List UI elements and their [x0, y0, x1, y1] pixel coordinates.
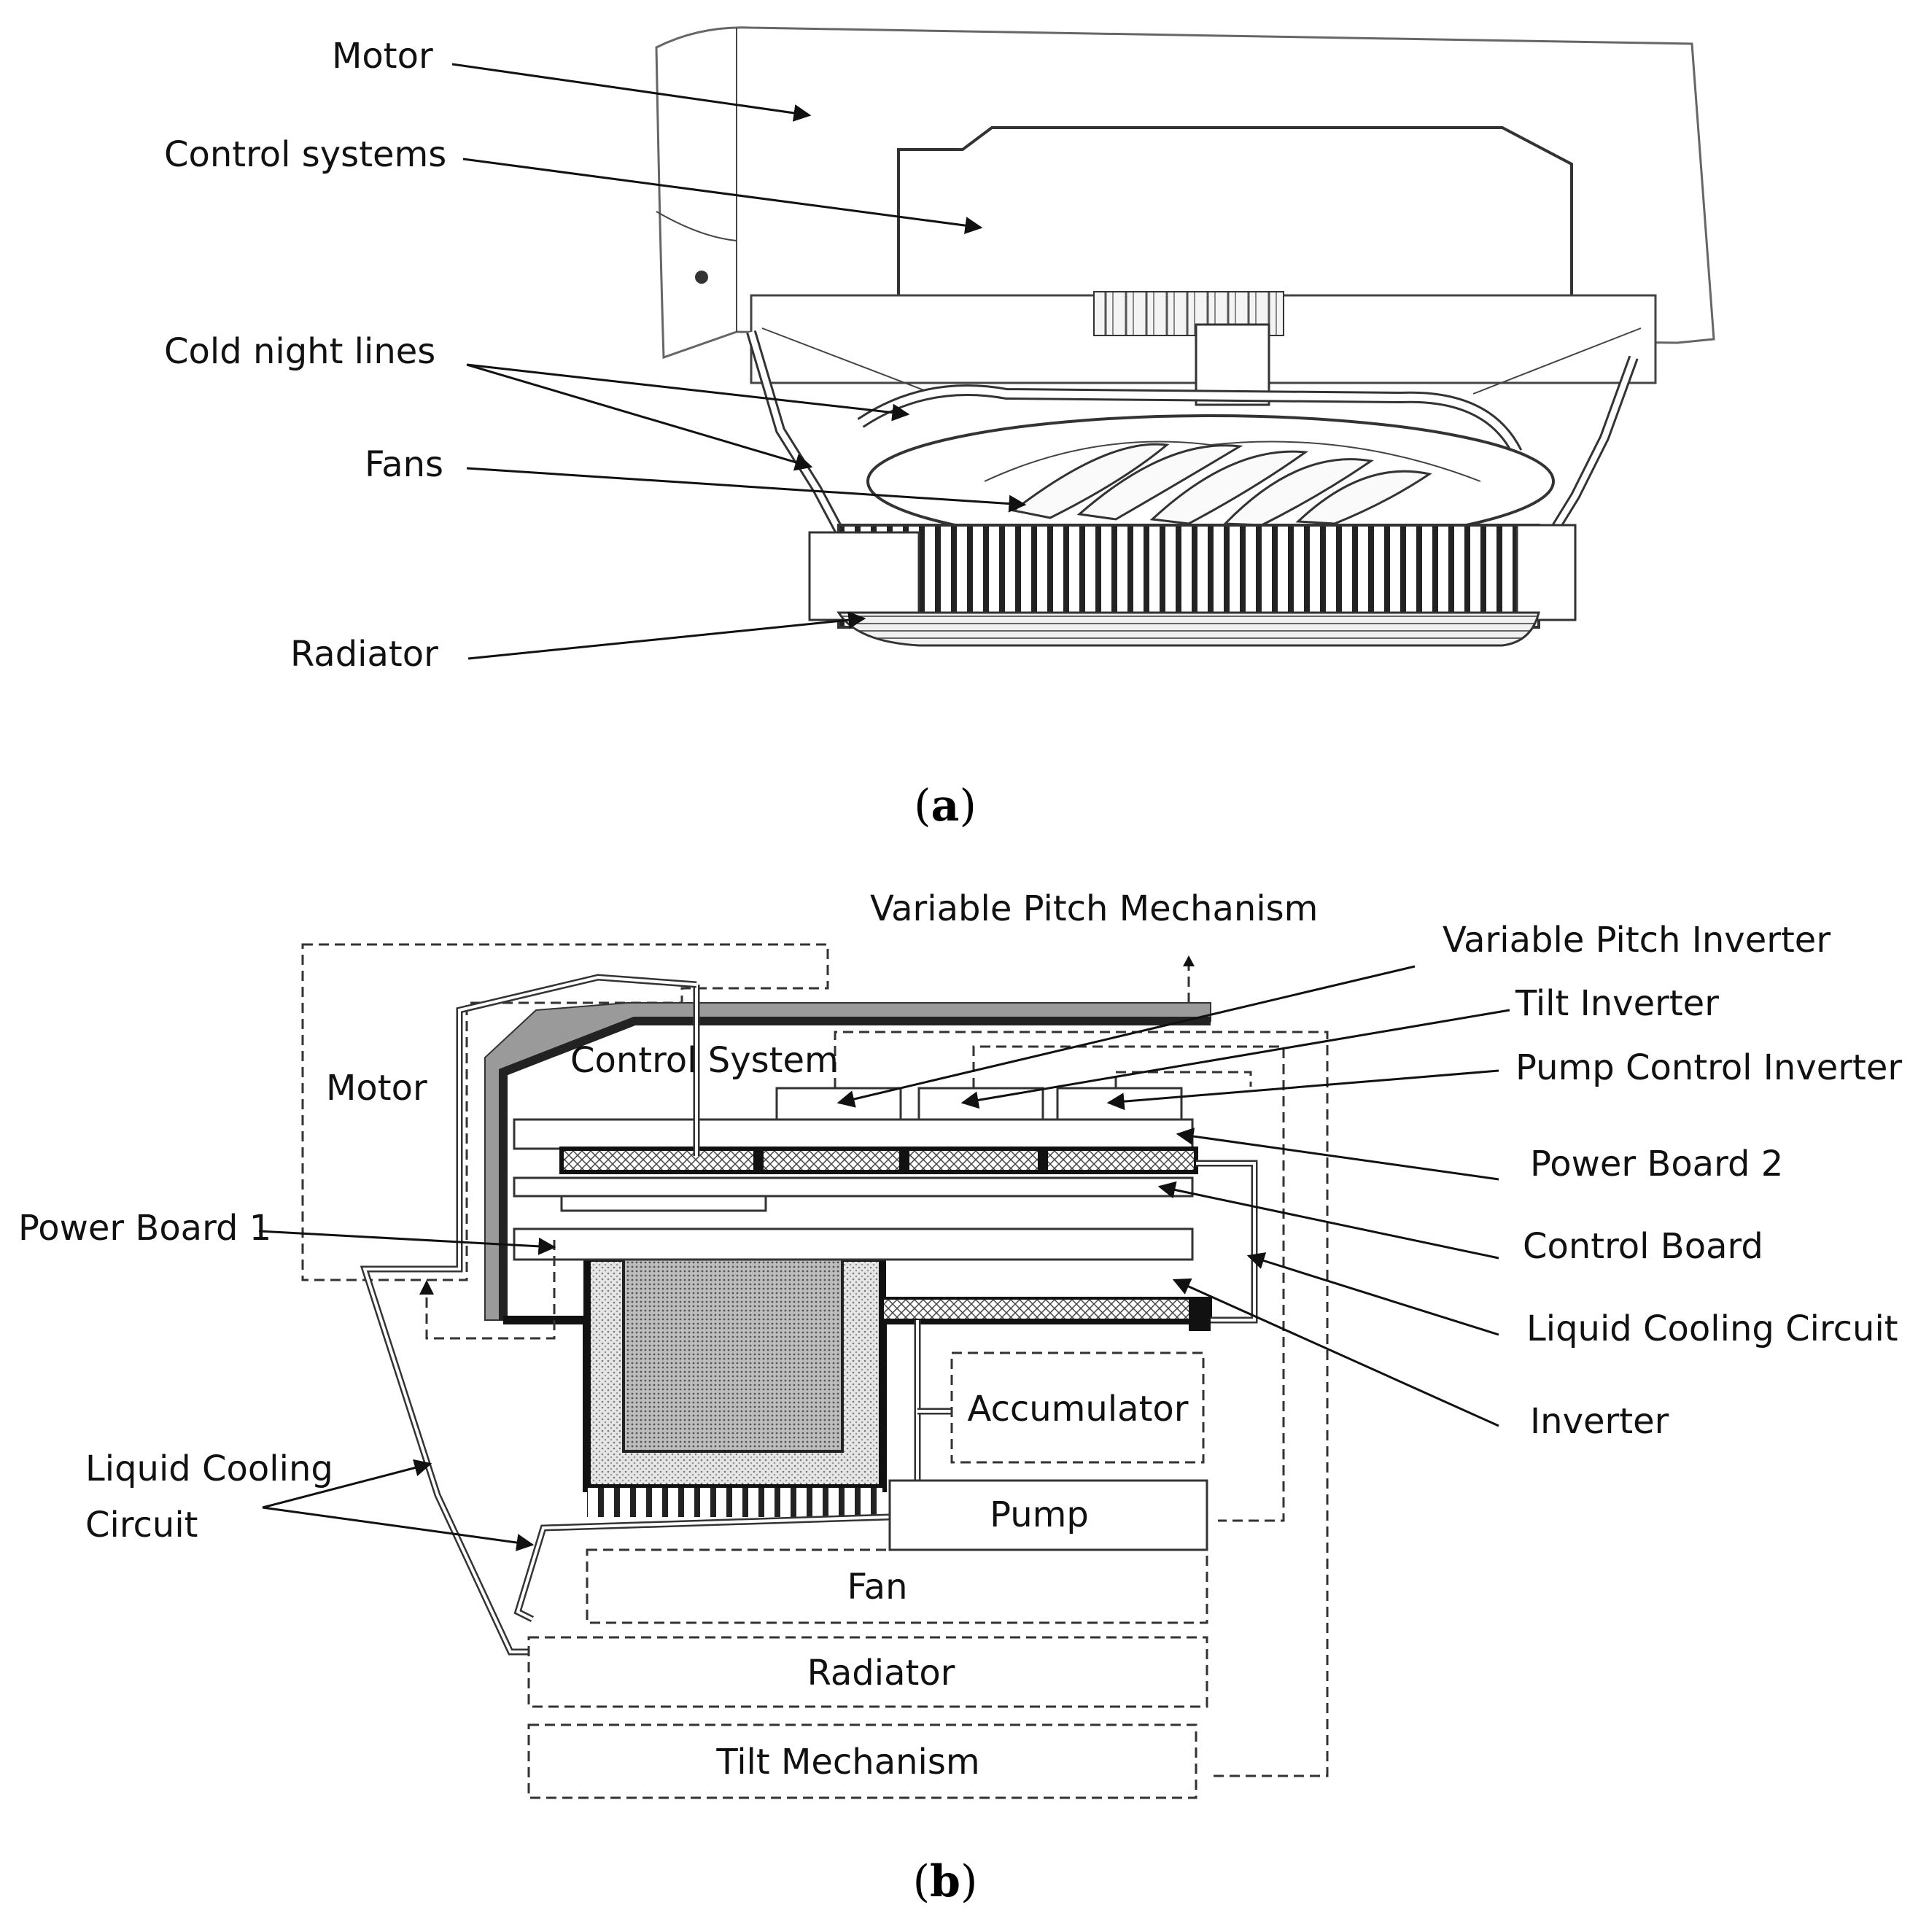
label-liquid-cooling-circuit-right: Liquid Cooling Circuit [1526, 1308, 1898, 1349]
radiator-box [527, 1636, 1208, 1708]
label-fan: Fan [847, 1567, 907, 1607]
label-variable-pitch-inverter: Variable Pitch Inverter [1443, 920, 1831, 961]
label-tilt-mechanism: Tilt Mechanism [715, 1742, 979, 1782]
control-systems-box [897, 126, 1573, 308]
label-cold-night-lines: Cold night lines [164, 331, 435, 372]
control-system-frame [499, 1017, 1211, 1320]
radiator-block [836, 611, 1540, 647]
panel-b-schematic [301, 943, 1329, 1799]
panel-a-drawing [655, 26, 1715, 647]
label-liquid-cooling-left-1: Liquid Cooling [85, 1448, 333, 1489]
tilt-inverter-box [917, 1087, 1044, 1121]
fan-blades [1011, 443, 1432, 527]
label-pump: Pump [990, 1494, 1089, 1535]
heat-sink [837, 524, 1540, 629]
control-board [513, 1176, 1194, 1198]
label-control-board: Control Board [1523, 1226, 1763, 1267]
panel-a-leaders [451, 63, 1027, 660]
label-control-system: Control System [570, 1040, 839, 1081]
label-motor: Motor [332, 36, 433, 77]
label-radiator: Radiator [290, 634, 438, 675]
label-motor-b: Motor [326, 1068, 427, 1109]
pump-box [888, 1479, 1208, 1551]
label-accumulator: Accumulator [967, 1389, 1188, 1429]
label-radiator-b: Radiator [807, 1653, 955, 1694]
tilt-mechanism-box [527, 1723, 1197, 1799]
label-tilt-inverter: Tilt Inverter [1515, 983, 1719, 1024]
label-inverter: Inverter [1530, 1401, 1669, 1442]
fan-box [586, 1548, 1208, 1624]
label-control-systems: Control systems [164, 134, 446, 175]
panel-b-leaders [258, 965, 1510, 1551]
power-board-2 [513, 1118, 1194, 1150]
caption-b: (b) [913, 1856, 978, 1907]
power-board-1 [513, 1227, 1194, 1261]
label-liquid-cooling-left-2: Circuit [85, 1505, 198, 1545]
label-pump-control-inverter: Pump Control Inverter [1515, 1047, 1902, 1088]
accumulator-box [950, 1351, 1205, 1464]
label-power-board-2: Power Board 2 [1530, 1144, 1783, 1184]
caption-a: (a) [914, 780, 977, 831]
pump-control-inverter-box [1056, 1087, 1183, 1121]
label-variable-pitch-mechanism: Variable Pitch Mechanism [870, 888, 1318, 929]
label-power-board-1: Power Board 1 [18, 1208, 271, 1249]
label-fans: Fans [365, 444, 443, 485]
